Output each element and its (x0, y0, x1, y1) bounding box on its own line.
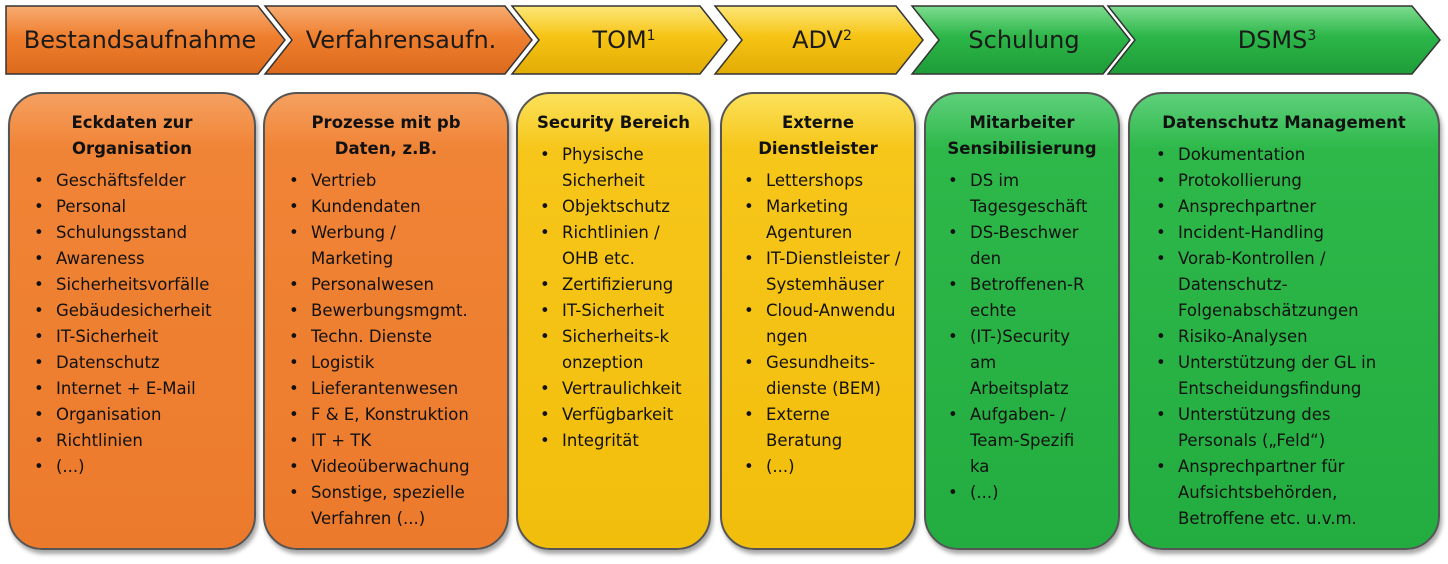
list-item: Lieferantenwesen (289, 376, 507, 402)
list-item: Ansprechpartner für Aufsichtsbehörden, B… (1156, 454, 1408, 532)
box-title: Security Bereich (536, 113, 691, 132)
list-item: DS im Tagesgeschäft (948, 168, 1095, 220)
list-item: Verfügbarkeit (540, 402, 709, 428)
list-item: IT-Sicherheit (540, 298, 709, 324)
list-item: Sicherheitsvorfälle (34, 272, 254, 298)
list-item: Kundendaten (289, 194, 507, 220)
chevron-5 (910, 5, 1131, 75)
chevron-4 (713, 5, 924, 75)
list-item: Werbung / Marketing (289, 220, 421, 272)
process-chevrons (5, 5, 1441, 75)
box-adv: Externe Dienstleister Lettershops Market… (720, 92, 916, 550)
list-item: Integrität (540, 428, 709, 454)
list-item: Sicherheits-konzeption (540, 324, 674, 376)
list-item: Richtlinien (34, 428, 254, 454)
box-dsms: Datenschutz Management Dokumentation Pro… (1128, 92, 1440, 550)
box-title: Prozesse mit pb Daten, z.B. (311, 113, 461, 158)
list-item: Schulungsstand (34, 220, 254, 246)
chevron-3 (510, 5, 728, 75)
list-item: Vorab-Kontrollen / Datenschutz-Folgenabs… (1156, 246, 1403, 324)
list-item: Unterstützung des Personals („Feld“) (1156, 402, 1378, 454)
list-item: Gebäudesicherheit (34, 298, 254, 324)
box-list: Geschäftsfelder Personal Schulungsstand … (10, 168, 254, 480)
list-item: IT-Sicherheit (34, 324, 254, 350)
list-item: Incident-Handling (1156, 220, 1438, 246)
list-item: Marketing Agenturen (744, 194, 866, 246)
list-item: Sonstige, spezielle Verfahren (...) (289, 480, 486, 532)
list-item: Richtlinien / OHB etc. (540, 220, 677, 272)
list-item: Risiko-Analysen (1156, 324, 1438, 350)
list-item: Lettershops (744, 168, 914, 194)
list-item: Zertifizierung (540, 272, 709, 298)
list-item: Awareness (34, 246, 254, 272)
list-item: F & E, Konstruktion (289, 402, 507, 428)
list-item: Datenschutz (34, 350, 254, 376)
box-title: Externe Dienstleister (758, 113, 878, 158)
chevron-1 (5, 5, 286, 75)
list-item: Dokumentation (1156, 142, 1438, 168)
step-label-5: Schulung (968, 26, 1080, 54)
box-verfahrensaufnahme: Prozesse mit pb Daten, z.B. Vertrieb Kun… (263, 92, 509, 550)
list-item: Internet + E-Mail (34, 376, 254, 402)
chevron-6 (1106, 5, 1441, 75)
list-item: Cloud-Anwendungen (744, 298, 901, 350)
list-item: (...) (34, 454, 254, 480)
list-item: Organisation (34, 402, 254, 428)
list-item: IT + TK (289, 428, 507, 454)
box-list: Vertrieb Kundendaten Werbung / Marketing… (265, 168, 507, 532)
list-item: (...) (744, 454, 914, 480)
list-item: Personalwesen (289, 272, 507, 298)
list-item: (IT-)Security am Arbeitsplatz (948, 324, 1080, 402)
list-item: Gesundheits-dienste (BEM) (744, 350, 896, 402)
list-item: Unterstützung der GL in Entscheidungsfin… (1156, 350, 1408, 402)
list-item: Logistik (289, 350, 507, 376)
list-item: Externe Beratung (744, 402, 856, 454)
box-title: Eckdaten zur Organisation (71, 113, 193, 158)
box-bestandsaufnahme: Eckdaten zur Organisation Geschäftsfelde… (8, 92, 256, 550)
box-schulung: Mitarbeiter Sensibilisierung DS im Tages… (924, 92, 1120, 550)
list-item: Objektschutz (540, 194, 709, 220)
list-item: (...) (948, 480, 1118, 506)
list-item: Protokollierung (1156, 168, 1438, 194)
list-item: Geschäftsfelder (34, 168, 254, 194)
list-item: Videoüberwachung (289, 454, 507, 480)
list-item: Vertrieb (289, 168, 507, 194)
step-label-2: Verfahrensaufn. (305, 26, 497, 54)
box-list: Physische Sicherheit Objektschutz Richtl… (518, 142, 709, 454)
box-list: Dokumentation Protokollierung Ansprechpa… (1130, 142, 1438, 532)
list-item: Bewerbungsmgmt. (289, 298, 507, 324)
list-item: Betroffenen-Rechte (948, 272, 1085, 324)
step-label-1: Bestandsaufnahme (23, 26, 257, 54)
list-item: IT-Dienstleister / Systemhäuser (744, 246, 901, 298)
list-item: Techn. Dienste (289, 324, 507, 350)
list-item: Vertraulichkeit (540, 376, 694, 402)
chevron-2 (263, 5, 533, 75)
list-item: DS-Beschwerden (948, 220, 1088, 272)
list-item: Aufgaben- / Team-Spezifika (948, 402, 1080, 480)
box-tom: Security Bereich Physische Sicherheit Ob… (516, 92, 711, 550)
box-list: DS im Tagesgeschäft DS-Beschwerden Betro… (926, 168, 1118, 506)
list-item: Personal (34, 194, 254, 220)
list-item: Ansprechpartner (1156, 194, 1438, 220)
box-list: Lettershops Marketing Agenturen IT-Diens… (722, 168, 914, 480)
box-title: Mitarbeiter Sensibilisierung (947, 113, 1097, 158)
list-item: Physische Sicherheit (540, 142, 662, 194)
box-title: Datenschutz Management (1162, 113, 1406, 132)
